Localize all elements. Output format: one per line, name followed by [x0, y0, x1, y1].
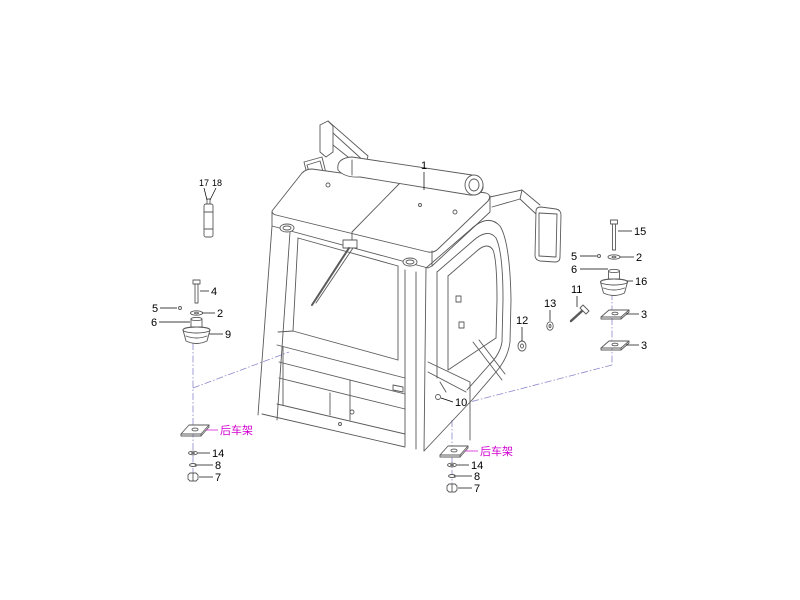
callout-15: 15: [618, 226, 646, 238]
callout-2-right-label: 2: [636, 252, 642, 264]
callout-7-right: 7: [458, 483, 480, 495]
callout-5-left: 5: [152, 303, 177, 315]
callout-8-left: 8: [197, 460, 221, 472]
callout-11: 11: [571, 284, 582, 307]
frame-label-left-text: 后车架: [220, 423, 253, 437]
rear-frame-plate-left: [180, 424, 210, 437]
callout-7-right-label: 7: [474, 483, 480, 495]
cab-roof: [271, 168, 491, 269]
cab-lower-front-panel: [261, 330, 406, 448]
callout-14-right: 14: [457, 460, 483, 472]
cab-right-side-door: [423, 220, 512, 452]
callout-10-label: 10: [455, 397, 467, 409]
callout-8-left-label: 8: [215, 460, 221, 472]
callouts: 1 17 18 4 5 2 6 9 15: [151, 160, 647, 495]
callout-2-right: 2: [620, 252, 642, 264]
callout-6-left: 6: [151, 317, 190, 329]
roof-lights: [279, 223, 418, 267]
callout-1: 1: [421, 160, 427, 190]
callout-1-label: 1: [421, 160, 427, 172]
left-lower-washer: [188, 450, 198, 456]
callout-7-left: 7: [199, 472, 221, 484]
left-lower-lock-washer: [189, 463, 197, 467]
callout-12: 12: [516, 315, 528, 341]
roof-ac-unit: [337, 156, 484, 196]
callout-9-label: 9: [225, 329, 231, 341]
callout-16-label: 16: [635, 276, 647, 288]
loose-parts: [178, 198, 630, 493]
callout-12-label: 12: [516, 315, 528, 327]
cab-mount-hole: [435, 394, 441, 400]
callout-7-left-label: 7: [215, 472, 221, 484]
callout-11-label: 11: [571, 284, 582, 296]
right-small-washer: [597, 254, 601, 258]
right-roof-light: [402, 257, 418, 267]
callout-16: 16: [627, 276, 647, 288]
rear-frame-plate-right: [439, 445, 469, 458]
right-shim-plate-lower: [600, 340, 630, 351]
right-rubber-mount: [600, 268, 628, 296]
side-bolt: [569, 304, 590, 323]
callout-17-label: 17: [199, 178, 209, 188]
right-mirror: [489, 189, 562, 263]
right-mount-to-cab-line: [469, 364, 613, 403]
callout-10: 10: [440, 397, 467, 409]
callout-13-label: 13: [544, 298, 556, 310]
callout-17-18: 17 18: [199, 178, 222, 201]
right-shim-plate-upper: [600, 309, 630, 320]
callout-6-right: 6: [571, 264, 608, 276]
left-mount-bolt: [192, 279, 201, 304]
callout-3-upper: 3: [626, 309, 647, 321]
callout-9: 9: [209, 329, 231, 341]
cab-front-frame: [257, 225, 427, 452]
callout-5-right-label: 5: [571, 251, 577, 263]
frame-label-right: 后车架: [465, 444, 513, 458]
callout-13: 13: [544, 298, 556, 321]
callout-3-lower-label: 3: [641, 340, 647, 352]
callout-3-lower: 3: [626, 340, 647, 352]
side-washer-large: [517, 340, 527, 352]
callout-2-left-label: 2: [217, 308, 223, 320]
left-roof-light: [279, 223, 295, 233]
right-lower-washer: [447, 462, 457, 468]
callout-6-right-label: 6: [571, 264, 577, 276]
callout-6-left-label: 6: [151, 317, 157, 329]
right-flat-washer: [607, 254, 621, 260]
right-lower-nut: [446, 483, 458, 493]
callout-5-right: 5: [571, 251, 597, 263]
callout-5-left-label: 5: [152, 303, 158, 315]
frame-label-left: 后车架: [206, 423, 253, 437]
callout-8-right-label: 8: [474, 471, 480, 483]
callout-3-upper-label: 3: [641, 309, 647, 321]
left-mount-to-cab-line: [192, 351, 290, 389]
callout-8-right: 8: [456, 471, 480, 483]
callout-18-label: 18: [212, 178, 222, 188]
callout-15-label: 15: [634, 226, 646, 238]
right-lower-lock-washer: [448, 474, 456, 478]
part-17-18-component: [203, 198, 214, 238]
callout-4: 4: [200, 286, 217, 298]
callout-4-label: 4: [211, 286, 217, 298]
right-mount-bolt: [610, 219, 618, 251]
callout-14-left-label: 14: [212, 448, 224, 460]
callout-2-left: 2: [202, 308, 223, 320]
windshield-wiper: [311, 239, 358, 306]
cab-assembly: [257, 120, 562, 452]
callout-14-right-label: 14: [471, 460, 483, 472]
left-flat-washer: [190, 310, 203, 316]
left-lower-nut: [187, 472, 199, 482]
left-rubber-mount: [182, 316, 211, 344]
frame-label-right-text: 后车架: [480, 444, 513, 458]
callout-14-left: 14: [198, 448, 224, 460]
side-washer: [546, 321, 554, 331]
left-small-washer: [178, 306, 182, 310]
